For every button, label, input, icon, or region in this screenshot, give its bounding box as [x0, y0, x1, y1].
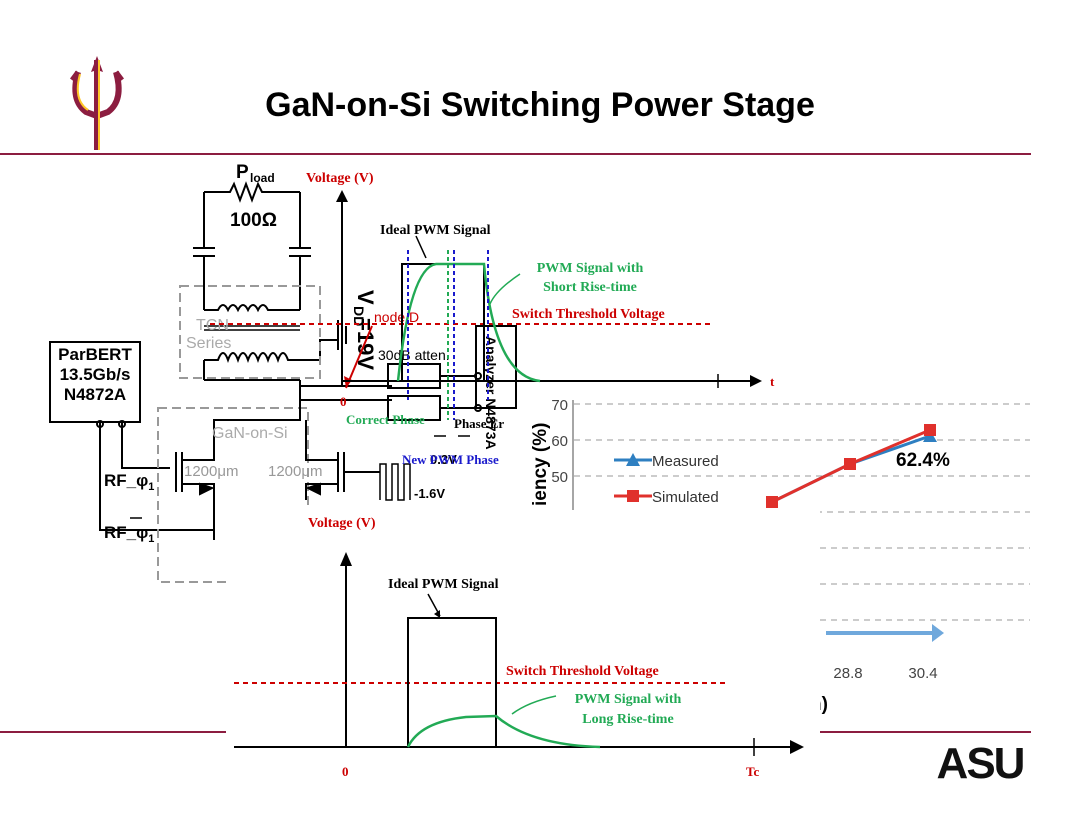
- node-d-arrow: [345, 325, 373, 389]
- fet1-label: 1200μm: [184, 463, 239, 480]
- top-short-label-1: PWM Signal with: [537, 261, 644, 276]
- fet2-label: 1200μm: [268, 463, 323, 480]
- atten-label: 30dB atten.: [378, 347, 450, 363]
- header-rule: [0, 153, 1031, 155]
- bottom-waveform: [234, 552, 804, 756]
- asu-logo: ASU: [937, 739, 1024, 788]
- top-zero-label: 0: [340, 394, 347, 409]
- bias-label: -1.6V: [414, 486, 445, 501]
- chart-ytick-50: 50: [551, 469, 568, 486]
- chart-arrowhead: [932, 624, 944, 642]
- bias-top-label: 0.3V: [430, 452, 457, 467]
- chart-gridlines: [574, 403, 1030, 621]
- bottom-zero-label: 0: [342, 764, 349, 779]
- point-simulated-1: [766, 496, 778, 508]
- parbert-line3: N4872A: [64, 385, 126, 404]
- chart-annotation: 62.4%: [896, 450, 950, 471]
- top-voltage-label: Voltage (V): [306, 171, 374, 186]
- pload-label: P: [236, 162, 249, 183]
- chart-ytick-60: 60: [551, 433, 568, 450]
- chart-ytick-70: 70: [551, 397, 568, 414]
- bottom-long-label-1: PWM Signal with: [575, 692, 682, 707]
- top-waveform: [210, 190, 762, 437]
- point-simulated-2: [844, 458, 856, 470]
- slide-title: GaN-on-Si Switching Power Stage: [265, 86, 815, 124]
- legend-measured: Measured: [652, 453, 719, 470]
- top-t-label: t: [770, 374, 775, 389]
- bottom-ideal-label: Ideal PWM Signal: [388, 577, 499, 592]
- legend-simulated-marker: [627, 490, 639, 502]
- bottom-voltage-label: Voltage (V): [308, 516, 376, 531]
- bottom-long-label-2: Long Rise-time: [582, 712, 673, 727]
- efficiency-chart: 70 60 50 iency (%) Measured Simulated 62…: [530, 397, 1030, 715]
- node-d-label: node D: [374, 309, 419, 325]
- top-threshold-label: Switch Threshold Voltage: [512, 307, 665, 322]
- correct-phase-label: Correct Phase: [346, 412, 425, 427]
- bottom-waveform-panel: [226, 510, 820, 810]
- gan-label: GaN-on-Si: [212, 425, 288, 442]
- rf1-label: RF_φ1: [104, 471, 154, 493]
- point-simulated-3: [924, 424, 936, 436]
- pitchfork-logo-icon: [70, 56, 124, 150]
- parbert-line2: 13.5Gb/s: [60, 365, 131, 384]
- bottom-threshold-label: Switch Threshold Voltage: [506, 664, 659, 679]
- circuit-diagram: [49, 181, 517, 583]
- tcn-label-2: Series: [186, 335, 231, 352]
- top-ideal-label: Ideal PWM Signal: [380, 223, 491, 238]
- analyzer-label: Analyzer N4873A: [483, 336, 499, 450]
- bottom-long-rise-curve: [406, 714, 601, 749]
- legend-simulated: Simulated: [652, 489, 719, 506]
- rf2-label: RF_φ1: [104, 523, 154, 545]
- chart-xtick-30-4: 30.4: [908, 665, 937, 682]
- bottom-tc-label: Tc: [746, 764, 759, 779]
- top-short-label-2: Short Rise-time: [543, 280, 637, 295]
- top-short-rise-curve: [396, 262, 541, 383]
- chart-ylabel: iency (%): [530, 423, 551, 506]
- bottom-ideal-pulse: [407, 617, 497, 747]
- new-phase-label: New PWM Phase: [402, 452, 499, 467]
- tcn-label-1: TCN: [196, 317, 229, 334]
- chart-xtick-28-8: 28.8: [833, 665, 862, 682]
- parbert-line1: ParBERT: [58, 345, 132, 364]
- vdd-sub: DD: [351, 306, 367, 326]
- phase-err-label: Phase Er: [454, 416, 504, 431]
- pload-sub: load: [250, 171, 275, 185]
- resistor-value: 100Ω: [230, 210, 277, 231]
- legend-measured-marker: [626, 453, 640, 466]
- vdd-label: V: [353, 290, 378, 305]
